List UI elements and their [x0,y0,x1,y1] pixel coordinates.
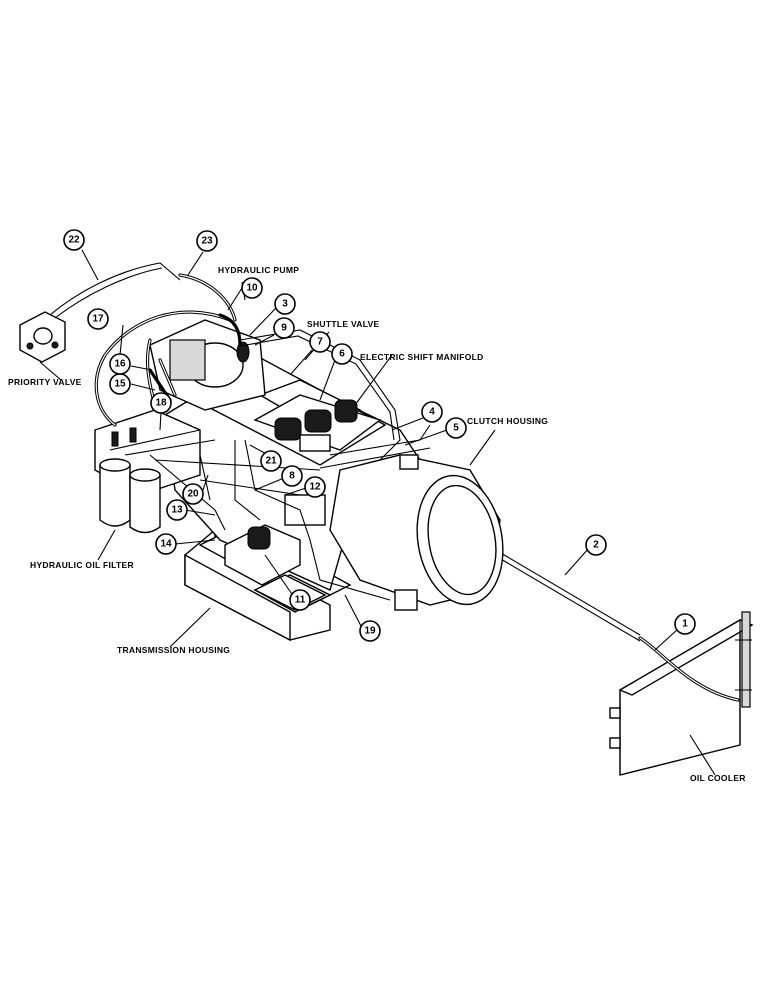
callout-3: 3 [274,293,296,315]
callout-10-number: 10 [246,283,258,294]
label-electric-shift-manifold: ELECTRIC SHIFT MANIFOLD [360,352,484,362]
label-clutch-housing: CLUTCH HOUSING [467,416,548,426]
callout-22-number: 22 [68,235,80,246]
callout-18-number: 18 [155,398,167,409]
callout-18: 18 [150,392,172,414]
callout-12-number: 12 [309,482,321,493]
callout-12: 12 [304,476,326,498]
callout-10: 10 [241,277,263,299]
callout-21-number: 21 [265,456,277,467]
label-hydraulic-oil-filter: HYDRAULIC OIL FILTER [30,560,134,570]
hydraulic-pump [149,319,266,411]
callout-23-number: 23 [201,236,213,247]
callout-11: 11 [289,589,311,611]
callout-19: 19 [359,620,381,642]
callout-2: 2 [585,534,607,556]
callout-3-number: 3 [282,299,288,310]
callout-13: 13 [166,499,188,521]
callout-1-number: 1 [682,619,688,630]
callout-16: 16 [109,353,131,375]
callout-5-number: 5 [453,423,459,434]
callout-15-number: 15 [114,379,126,390]
callout-2-number: 2 [593,540,599,551]
callout-20-number: 20 [187,489,199,500]
callout-17: 17 [87,308,109,330]
callout-17-number: 17 [92,314,104,325]
callout-5: 5 [445,417,467,439]
electric-shift-manifold [253,394,382,452]
label-hydraulic-pump: HYDRAULIC PUMP [218,265,299,275]
label-priority-valve: PRIORITY VALVE [8,377,82,387]
callout-1: 1 [674,613,696,635]
callout-6: 6 [331,343,353,365]
callout-8-number: 8 [289,471,295,482]
callout-16-number: 16 [114,359,126,370]
callout-4-number: 4 [429,407,435,418]
priority-valve [19,311,66,363]
label-shuttle-valve: SHUTTLE VALVE [307,319,380,329]
label-oil-cooler: OIL COOLER [690,773,746,783]
callout-8: 8 [281,465,303,487]
callout-7-number: 7 [317,337,323,348]
oil-cooler [609,611,754,776]
callout-9-number: 9 [281,323,287,334]
callout-15: 15 [109,373,131,395]
callout-21: 21 [260,450,282,472]
hydraulic-oil-filter [94,409,201,534]
callout-23: 23 [196,230,218,252]
callout-4: 4 [421,401,443,423]
callout-13-number: 13 [171,505,183,516]
label-transmission-housing: TRANSMISSION HOUSING [117,645,230,655]
callout-6-number: 6 [339,349,345,360]
callout-11-number: 11 [295,595,306,606]
callout-14-number: 14 [160,539,172,550]
callout-19-number: 19 [364,626,376,637]
callout-9: 9 [273,317,295,339]
callout-14: 14 [155,533,177,555]
callout-20: 20 [182,483,204,505]
callout-22: 22 [63,229,85,251]
clutch-housing [329,454,504,611]
callout-7: 7 [309,331,331,353]
